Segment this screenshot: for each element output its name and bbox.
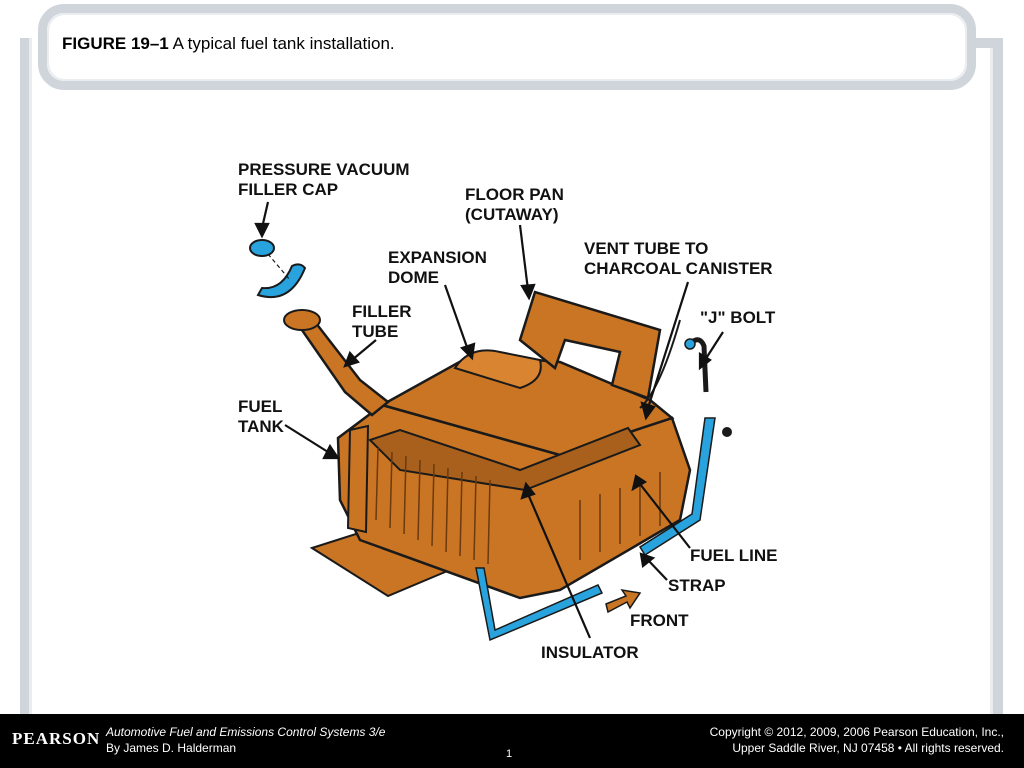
filler-cap-ring <box>256 263 307 299</box>
label-expansion-dome-1: EXPANSION <box>388 248 487 267</box>
filler-cap-top <box>249 239 275 257</box>
figure-caption: A typical fuel tank installation. <box>172 34 395 53</box>
footer-bar: PEARSON Automotive Fuel and Emissions Co… <box>0 714 1024 768</box>
label-pressure-vacuum-cap-1: PRESSURE VACUUM <box>238 160 410 179</box>
author: By James D. Halderman <box>106 741 237 755</box>
leader-arrows <box>254 201 724 639</box>
filler-tube-neck <box>283 309 321 331</box>
title-box <box>38 4 976 90</box>
label-vent-tube-2: CHARCOAL CANISTER <box>584 259 773 278</box>
label-strap: STRAP <box>668 576 726 595</box>
slide-frame-right-inner <box>990 38 993 714</box>
figure-title: FIGURE 19–1 A typical fuel tank installa… <box>62 34 395 54</box>
fuel-tank-illustration: PRESSURE VACUUM FILLER CAP FLOOR PAN (CU… <box>238 160 778 662</box>
label-filler-tube-1: FILLER <box>352 302 412 321</box>
publisher-logo: PEARSON <box>12 729 101 748</box>
label-filler-tube-2: TUBE <box>352 322 398 341</box>
expansion-dome <box>453 349 542 390</box>
label-expansion-dome-2: DOME <box>388 268 439 287</box>
front-arrow <box>605 588 642 614</box>
label-fuel-tank-1: FUEL <box>238 397 282 416</box>
tank-ribs <box>375 447 661 565</box>
label-front: FRONT <box>630 611 689 630</box>
label-floor-pan-2: (CUTAWAY) <box>465 205 559 224</box>
slide-frame-tab <box>960 38 1003 48</box>
insulator-sheet <box>368 426 642 492</box>
label-insulator: INSULATOR <box>541 643 639 662</box>
slide-frame-left-inner <box>29 38 32 714</box>
title-box-inner <box>47 13 967 81</box>
label-pressure-vacuum-cap-2: FILLER CAP <box>238 180 338 199</box>
figure-number: FIGURE 19–1 <box>62 34 169 53</box>
slide-frame-left <box>20 38 29 714</box>
label-vent-tube-1: VENT TUBE TO <box>584 239 708 258</box>
strap-band <box>346 424 370 534</box>
copyright-line-2: Upper Saddle River, NJ 07458 • All right… <box>732 741 1004 755</box>
label-j-bolt: "J" BOLT <box>700 308 776 327</box>
strap-left <box>475 567 604 642</box>
slide-frame-right <box>993 38 1003 714</box>
label-fuel-tank-2: TANK <box>238 417 285 436</box>
floor-pan <box>518 290 662 400</box>
page-number: 1 <box>506 748 513 760</box>
copyright-line-1: Copyright © 2012, 2009, 2006 Pearson Edu… <box>709 725 1004 739</box>
label-floor-pan-1: FLOOR PAN <box>465 185 564 204</box>
book-title: Automotive Fuel and Emissions Control Sy… <box>106 725 386 739</box>
label-fuel-line: FUEL LINE <box>690 546 778 565</box>
publisher-logo-box: PEARSON <box>0 714 100 768</box>
